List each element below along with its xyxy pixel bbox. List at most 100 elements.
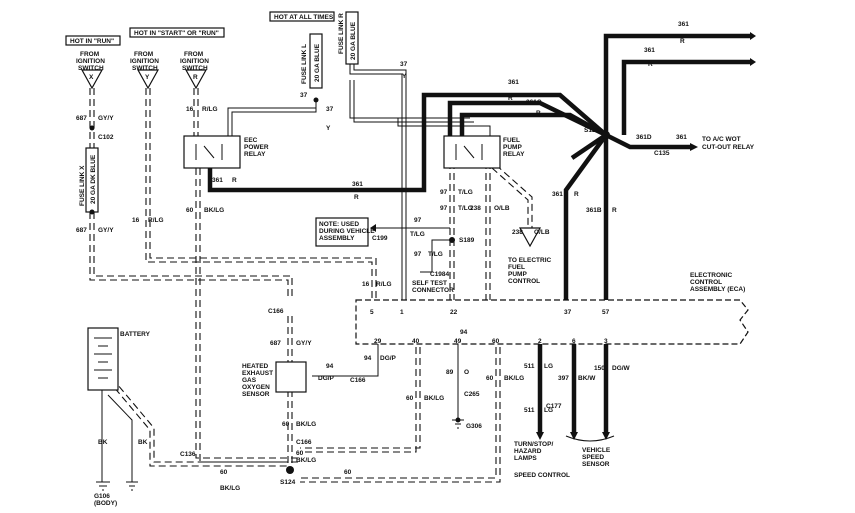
wire-60-f: 60: [220, 469, 228, 476]
wire-361c: 361C: [526, 99, 542, 106]
to-pump-1: TO ELECTRIC: [508, 257, 552, 264]
from-ign-x-1: FROM: [80, 51, 99, 58]
wire-60-c-color: BK/LG: [504, 375, 524, 382]
wire-97-c-color: T/LG: [458, 189, 473, 196]
wire-89: 89: [446, 369, 454, 376]
vss-3: SENSOR: [582, 461, 610, 468]
from-ign-y-1: FROM: [134, 51, 153, 58]
fuel-relay-contacts-icon: [455, 144, 483, 160]
ignition-switch-x-icon: [80, 69, 104, 90]
wire-bk-2: BK: [138, 439, 148, 446]
note-line-2: DURING VEHICLE: [319, 228, 375, 235]
hego-3: GAS: [242, 377, 257, 384]
wire-687-b-color: GY/Y: [98, 227, 114, 234]
wire-511-b: 511: [524, 407, 535, 414]
fuse-x-terminal: [89, 209, 95, 215]
wire-37-c: 37: [326, 106, 334, 113]
pin-29: 29: [374, 338, 382, 345]
wire-97-b: 97: [414, 251, 422, 258]
conn-c265: C265: [464, 391, 480, 398]
self-test-2: CONNECTOR: [412, 287, 454, 294]
turn-2: HAZARD: [514, 448, 542, 455]
hot-start-run-box: [129, 27, 225, 38]
wire-37-c-color: Y: [326, 125, 331, 132]
circuit-37-wires: [227, 11, 491, 300]
wire-60-g-color: BK/LG: [220, 485, 240, 492]
wire-94-b-color: DG/P: [318, 375, 335, 382]
conn-c102: C102: [98, 134, 114, 141]
arrow-note-icon: [370, 224, 376, 232]
to-pump-3: PUMP: [508, 271, 527, 278]
wire-16-c: 16: [362, 281, 370, 288]
eec-relay-label-1: EEC: [244, 137, 258, 144]
wire-238-b-color: O/LB: [534, 229, 550, 236]
pin-2: 2: [538, 338, 542, 345]
wire-361b-color: R: [612, 207, 617, 214]
eca-label-2: CONTROL: [690, 279, 722, 286]
wire-150: 150: [594, 365, 605, 372]
pin-49: 49: [454, 338, 462, 345]
wire-60-e: 60: [296, 450, 304, 457]
battery-label: BATTERY: [120, 331, 151, 338]
wire-361-c: 361: [508, 79, 519, 86]
wire-37-b: 37: [300, 92, 308, 99]
wire-361-g: 361: [552, 191, 563, 198]
conn-c199: C199: [372, 235, 388, 242]
from-ign-r-2: IGNITION: [180, 58, 209, 65]
hego-5: SENSOR: [242, 391, 270, 398]
wire-361-j: 361: [676, 134, 687, 141]
wire-97-b-color: T/LG: [428, 251, 443, 258]
speed-control: SPEED CONTROL: [514, 472, 570, 479]
label-sw-y: Y: [145, 74, 150, 81]
vss-2: SPEED: [582, 454, 604, 461]
pin-3: 3: [604, 338, 608, 345]
wire-361-a-color: R: [680, 38, 685, 45]
circuit-687-wires: [89, 88, 293, 362]
label-hot-all-times: HOT AT ALL TIMES: [274, 14, 334, 21]
turn-1: TURN/STOP/: [514, 441, 553, 448]
label-fuse-l-gauge: 20 GA BLUE: [314, 43, 321, 82]
c102-connector: [89, 125, 95, 131]
conn-c136: C136: [180, 451, 196, 458]
wire-511-a: 511: [524, 363, 535, 370]
ground-icon: [126, 481, 138, 491]
conn-c166-c: C166: [296, 439, 312, 446]
conn-c166-b: C166: [350, 377, 366, 384]
wire-397-color: BK/W: [578, 375, 596, 382]
self-test-1: SELF TEST: [412, 280, 447, 287]
wire-361d: 361D: [636, 134, 652, 141]
label-sw-x: X: [89, 74, 94, 81]
from-ign-y-2: IGNITION: [130, 58, 159, 65]
arrow-right-1-icon: [750, 32, 756, 40]
wire-60-g: 60: [344, 469, 352, 476]
arrow-turn-lamps-icon: [536, 432, 544, 440]
wire-361-e-color: R: [232, 177, 237, 184]
wire-97-a: 97: [414, 217, 422, 224]
conn-s189: S189: [459, 237, 475, 244]
wire-60-c: 60: [486, 375, 494, 382]
note-box: [315, 217, 369, 247]
pin-22: 22: [450, 309, 458, 316]
wire-97-a-color: T/LG: [410, 231, 425, 238]
note-line-1: NOTE: USED: [319, 221, 359, 228]
pin-1: 1: [400, 309, 404, 316]
ignition-switch-y-icon: [136, 69, 160, 90]
wire-361-g-color: R: [574, 191, 579, 198]
wire-94-a: 94: [326, 363, 334, 370]
vss-bracket: [565, 435, 615, 442]
wire-687-c-color: GY/Y: [296, 340, 312, 347]
wire-60-d: 60: [282, 421, 290, 428]
wire-361c-color: R: [536, 110, 541, 117]
wire-361-a: 361: [678, 21, 689, 28]
conn-g306: G306: [466, 423, 482, 430]
eec-relay-label-2: POWER: [244, 144, 269, 151]
wire-60-d-color: BK/LG: [296, 421, 316, 428]
wire-397: 397: [558, 375, 569, 382]
wire-94-c-color: DG/P: [380, 355, 397, 362]
s124-splice: [286, 466, 294, 474]
wire-89-color: O: [464, 369, 469, 376]
eec-relay-label-3: RELAY: [244, 151, 266, 158]
wire-37-a: 37: [400, 61, 408, 68]
conn-c166-a: C166: [268, 308, 284, 315]
